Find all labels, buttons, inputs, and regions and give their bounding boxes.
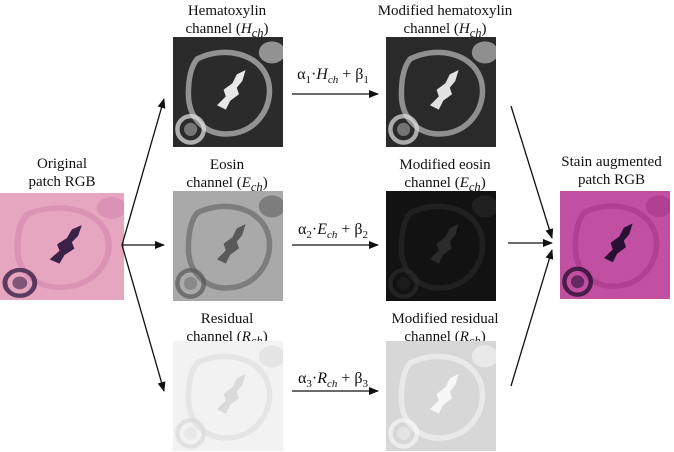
cell-membrane — [398, 353, 486, 441]
cell-membrane — [185, 203, 273, 291]
upper-structure — [258, 345, 283, 368]
lower-left-cell — [2, 267, 38, 298]
original-patch-image — [0, 193, 124, 300]
lower-left-nucleus — [571, 275, 585, 289]
lower-left-cell — [175, 268, 206, 299]
modified-hematoxylin-image — [386, 37, 496, 147]
label-eosin: Eosin channel (Ech) — [186, 157, 268, 194]
mitotic-figure — [430, 374, 459, 414]
modified-residual-image — [386, 341, 496, 451]
mitotic-figure — [430, 224, 459, 264]
hematoxylin-channel-image — [173, 37, 283, 147]
upper-structure — [471, 345, 496, 368]
cell-membrane — [572, 203, 660, 289]
label-hematoxylin: Hematoxylin channel (Hch) — [185, 3, 269, 40]
lower-left-cell — [175, 418, 206, 449]
mitotic-figure — [217, 374, 246, 414]
upper-structure — [471, 41, 496, 64]
arrow-to-hematoxylin — [121, 98, 166, 246]
label-modified-residual: Modified residual channel (Rch) — [391, 311, 499, 348]
formula-residual: α3·Rch + β3 — [297, 370, 369, 391]
cell-membrane — [398, 49, 486, 137]
upper-structure — [645, 195, 670, 217]
modified-eosin-image — [386, 191, 496, 301]
residual-channel-image — [173, 341, 283, 451]
upper-structure — [258, 195, 283, 218]
lower-left-cell — [388, 268, 419, 299]
lower-left-nucleus — [397, 122, 411, 136]
upper-structure — [96, 197, 124, 219]
mitotic-figure — [49, 225, 82, 264]
lower-left-cell — [388, 114, 419, 145]
lower-left-nucleus — [184, 276, 198, 290]
mitotic-figure — [217, 70, 246, 110]
lower-left-nucleus — [12, 276, 28, 290]
cell-membrane — [185, 49, 273, 137]
lower-left-nucleus — [184, 122, 198, 136]
augmented-patch-image — [560, 191, 670, 299]
upper-structure — [258, 41, 283, 64]
label-original: Original patch RGB — [28, 156, 96, 190]
upper-structure — [471, 195, 496, 218]
mitotic-figure — [430, 70, 459, 110]
lower-left-nucleus — [397, 426, 411, 440]
cell-membrane — [14, 205, 112, 290]
arrow-to-residual — [121, 244, 166, 392]
label-modified-hematoxylin: Modified hematoxylin channel (Hch) — [377, 3, 513, 40]
label-modified-eosin: Modified eosin channel (Ech) — [399, 157, 491, 194]
lower-left-cell — [388, 418, 419, 449]
eosin-channel-image — [173, 191, 283, 301]
lower-left-cell — [562, 266, 593, 297]
cell-membrane — [185, 353, 273, 441]
lower-left-cell — [175, 114, 206, 145]
lower-left-nucleus — [397, 276, 411, 290]
mitotic-figure — [217, 224, 246, 264]
formula-hematoxylin: α1·Hch + β1 — [297, 66, 369, 87]
label-augmented: Stain augmented patch RGB — [561, 154, 662, 188]
cell-membrane — [398, 203, 486, 291]
formula-eosin: α2·Ech + β2 — [297, 221, 369, 242]
mitotic-figure — [604, 223, 633, 263]
lower-left-nucleus — [184, 426, 198, 440]
